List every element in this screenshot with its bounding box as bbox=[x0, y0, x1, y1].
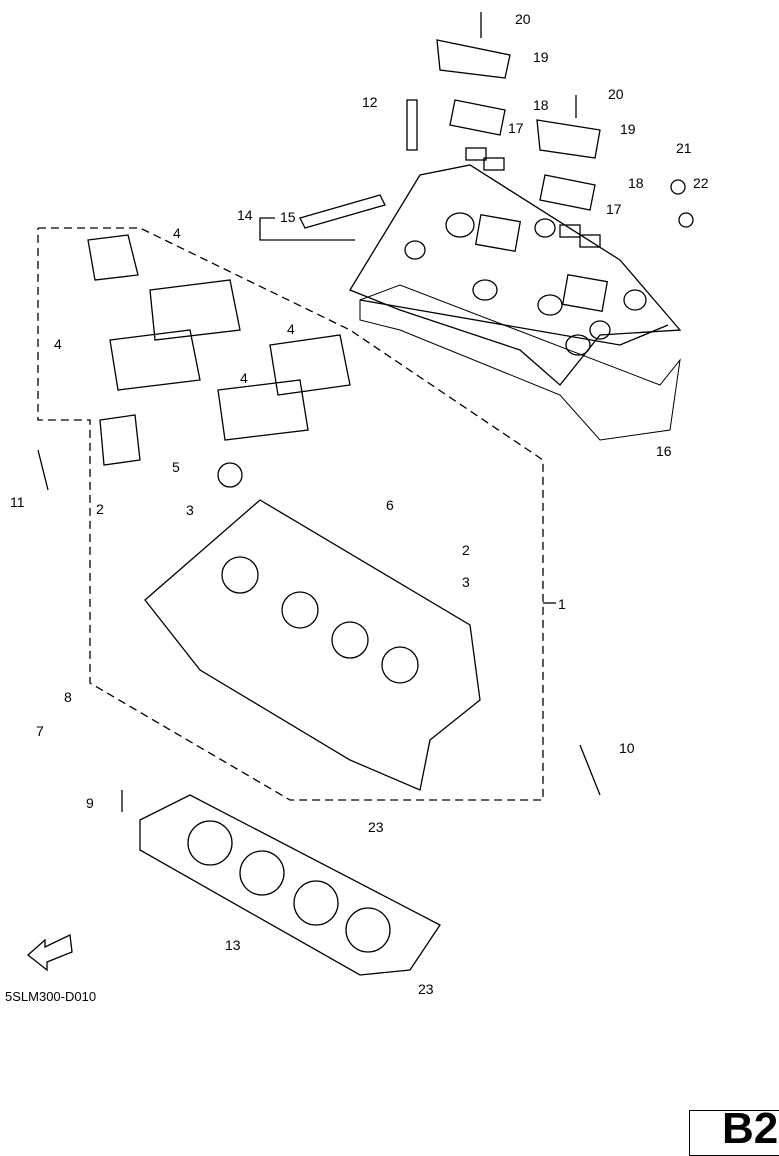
callout-c14: 14 bbox=[237, 207, 253, 223]
coil-cover-group-b bbox=[536, 95, 601, 248]
bolt-11 bbox=[37, 449, 49, 491]
bolt-10 bbox=[579, 744, 601, 796]
cylinder-head bbox=[144, 499, 481, 791]
camshaft-caps bbox=[87, 234, 351, 466]
callout-c17b: 17 bbox=[606, 201, 622, 217]
callout-c18b: 18 bbox=[628, 175, 644, 191]
bracket-14 bbox=[259, 217, 355, 241]
callout-c23b: 23 bbox=[418, 981, 434, 997]
callout-c3a: 3 bbox=[186, 502, 194, 518]
head-gasket bbox=[139, 794, 441, 976]
grommet-22 bbox=[678, 212, 694, 228]
callout-c12: 12 bbox=[362, 94, 378, 110]
callout-c19a: 19 bbox=[533, 49, 549, 65]
bolt-21 bbox=[670, 179, 686, 195]
valve-cover-gasket bbox=[359, 284, 681, 441]
plate-15 bbox=[299, 194, 386, 229]
drawing-code: 5SLM300-D010 bbox=[5, 989, 97, 1004]
callout-c7: 7 bbox=[36, 723, 44, 739]
assembly-boundary-dashed bbox=[37, 227, 544, 801]
callout-c11: 11 bbox=[10, 494, 25, 510]
callout-c4b: 4 bbox=[54, 336, 62, 352]
callout-c22: 22 bbox=[693, 175, 709, 191]
callout-c3b: 3 bbox=[462, 574, 470, 590]
callout-c21: 21 bbox=[676, 140, 692, 156]
callout-c18a: 18 bbox=[533, 97, 549, 113]
callout-c1: 1 bbox=[558, 596, 566, 612]
callout-c15: 15 bbox=[280, 209, 296, 225]
spark-plug bbox=[406, 99, 418, 151]
callout-c2b: 2 bbox=[462, 542, 470, 558]
callout-c19b: 19 bbox=[620, 121, 636, 137]
plug-5 bbox=[217, 462, 243, 488]
callout-c13: 13 bbox=[225, 937, 241, 953]
callout-c4d: 4 bbox=[240, 370, 248, 386]
callout-c6: 6 bbox=[386, 497, 394, 513]
page-ref: B2 bbox=[722, 1104, 779, 1153]
fwd-arrow-icon bbox=[26, 934, 73, 972]
callout-c5: 5 bbox=[172, 459, 180, 475]
callout-c20b: 20 bbox=[608, 86, 624, 102]
coil-cover-group-a bbox=[436, 12, 511, 171]
callout-c4c: 4 bbox=[287, 321, 295, 337]
callout-c17a: 17 bbox=[508, 120, 524, 136]
callout-c4a: 4 bbox=[173, 225, 181, 241]
callout-c8: 8 bbox=[64, 689, 72, 705]
callout-c2a: 2 bbox=[96, 501, 104, 517]
valve-cover bbox=[349, 164, 682, 386]
callout-c20a: 20 bbox=[515, 11, 531, 27]
callout-c10: 10 bbox=[619, 740, 635, 756]
callout-c16: 16 bbox=[656, 443, 672, 459]
callout-c9: 9 bbox=[86, 795, 94, 811]
callout-c23a: 23 bbox=[368, 819, 384, 835]
